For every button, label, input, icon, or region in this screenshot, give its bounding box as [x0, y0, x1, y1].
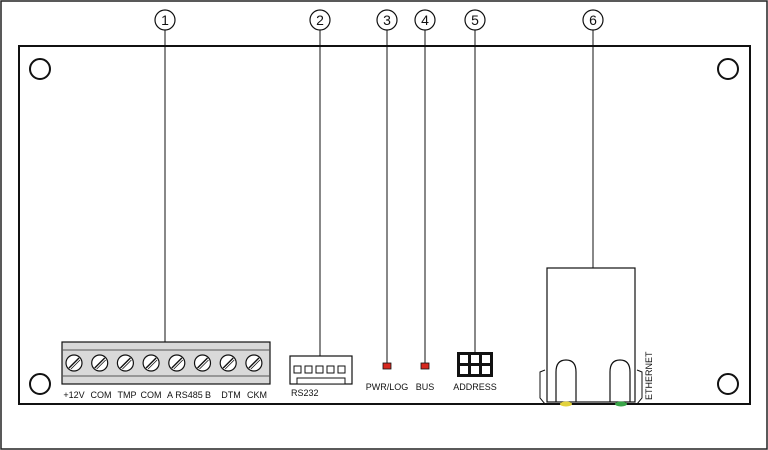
callouts: 1 2 3 4 5 6 — [154, 9, 604, 31]
terminal-label-12v: +12V — [63, 390, 84, 400]
address-pin-3 — [482, 355, 490, 363]
mounting-holes — [29, 58, 739, 395]
terminal-screw — [245, 354, 263, 372]
terminal-screw — [168, 354, 186, 372]
ethernet-jack: ETHERNET — [539, 267, 654, 407]
address-label: ADDRESS — [453, 382, 497, 392]
terminal-label-dtm: DTM — [221, 390, 241, 400]
terminal-screw — [116, 354, 135, 372]
terminal-label-rs485: RS485 — [175, 390, 203, 400]
address-jumpers: ADDRESS — [453, 352, 497, 392]
rs232-pin-3 — [315, 365, 324, 374]
address-pin-2 — [471, 355, 479, 363]
ethernet-latch-right — [609, 359, 631, 402]
ethernet-housing — [546, 267, 636, 403]
ethernet-led-right — [615, 401, 627, 407]
rs232-pin-5 — [337, 365, 346, 374]
terminal-screw — [91, 354, 109, 372]
rs232-label: RS232 — [291, 388, 319, 398]
rs232-connector: RS232 — [289, 355, 353, 398]
address-pin-6 — [482, 366, 490, 374]
rs232-pin-4 — [326, 365, 335, 374]
terminal-label-com-1: COM — [91, 390, 112, 400]
mounting-hole-bottom-right — [717, 373, 739, 395]
terminal-labels: +12V COM TMP COM A RS485 B DTM CKM — [63, 390, 267, 400]
pwr-led-light — [382, 362, 392, 370]
callout-5: 5 — [464, 9, 486, 31]
terminal-screw — [142, 354, 160, 372]
terminal-label-b: B — [205, 390, 211, 400]
callout-3: 3 — [376, 9, 398, 31]
address-pin-5 — [471, 366, 479, 374]
terminal-label-ckm: CKM — [247, 390, 267, 400]
rs232-pin-2 — [304, 365, 313, 374]
callout-6-label: 6 — [589, 12, 597, 28]
terminal-label-com-2: COM — [141, 390, 162, 400]
bus-led: BUS — [416, 362, 435, 392]
terminal-screw — [65, 354, 83, 372]
callout-4: 4 — [414, 9, 436, 31]
callout-1-label: 1 — [161, 12, 169, 28]
callout-6: 6 — [582, 9, 604, 31]
callout-1: 1 — [154, 9, 176, 31]
terminal-block — [61, 341, 271, 385]
terminal-screws — [65, 354, 263, 372]
terminal-screw — [219, 354, 237, 372]
ethernet-bracket-left — [539, 369, 546, 405]
callout-2-label: 2 — [316, 12, 324, 28]
terminal-label-tmp: TMP — [118, 390, 137, 400]
pwr-led-label: PWR/LOG — [366, 382, 409, 392]
leader-lines — [164, 30, 594, 363]
rs232-pin-1 — [293, 365, 302, 374]
callout-4-label: 4 — [421, 12, 429, 28]
callout-5-label: 5 — [471, 12, 479, 28]
ethernet-bracket-right — [636, 369, 643, 405]
ethernet-led-left — [560, 401, 572, 407]
terminal-screw — [193, 354, 212, 372]
mounting-hole-top-left — [29, 58, 51, 80]
ethernet-label: ETHERNET — [644, 351, 654, 400]
ethernet-latch-left — [555, 359, 577, 402]
bus-led-light — [420, 362, 430, 370]
mounting-hole-bottom-left — [29, 373, 51, 395]
pwr-led: PWR/LOG — [366, 362, 409, 392]
bus-led-label: BUS — [416, 382, 435, 392]
ethernet-housing-inner — [546, 267, 636, 403]
mounting-hole-top-right — [717, 58, 739, 80]
address-pin-1 — [460, 355, 468, 363]
rs232-latch — [296, 377, 346, 385]
address-pin-4 — [460, 366, 468, 374]
callout-3-label: 3 — [383, 12, 391, 28]
terminal-label-a: A — [167, 390, 173, 400]
callout-2: 2 — [309, 9, 331, 31]
